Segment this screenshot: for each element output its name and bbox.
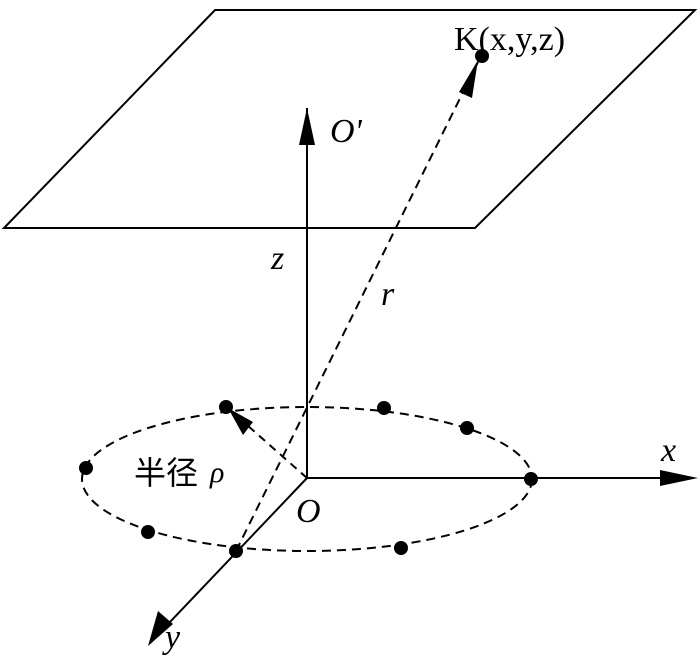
radius-symbol-label: ρ [209,456,224,489]
radius-arrowhead [228,408,253,435]
point-k-label: K(x,y,z) [454,21,565,58]
circle-point [460,421,474,435]
origin-label: O [296,493,321,530]
top-plane [1,9,698,229]
circle-point [229,544,243,558]
distance-r-arrowhead [459,60,478,98]
point-k [475,49,489,63]
circle-point [79,461,93,475]
circle-point [524,472,538,486]
circle-point [377,401,391,415]
z-axis-arrowhead [299,108,315,145]
origin-top-label: O' [330,113,363,150]
y-axis-arrowhead [148,611,173,646]
x-axis-arrowhead [660,470,698,486]
circle-point [394,541,408,555]
circle-point [219,400,233,414]
y-axis-label: y [162,619,181,656]
radius-text-label: 半径 [134,454,198,492]
distance-line-r [235,61,479,552]
circle-point [141,525,155,539]
distance-r-label: r [381,276,395,313]
x-axis-label: x [660,432,676,469]
z-axis-label: z [270,240,284,277]
y-axis [149,477,308,644]
